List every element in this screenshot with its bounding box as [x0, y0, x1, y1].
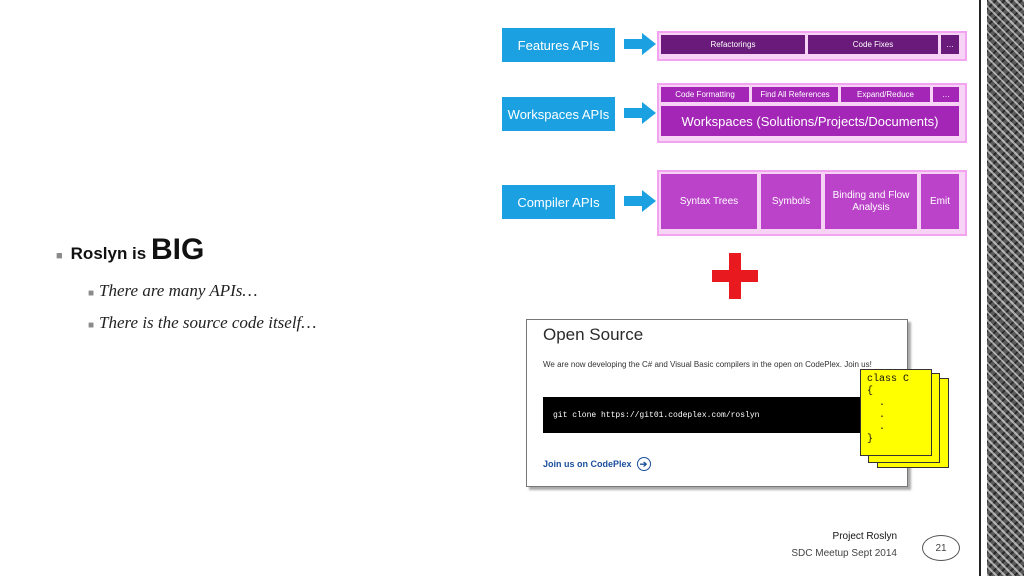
workspaces-apis-label: Workspaces APIs	[502, 97, 615, 131]
main-bullet-text: Roslyn is	[70, 244, 151, 263]
git-clone-command: git clone https://git01.codeplex.com/ros…	[543, 397, 863, 433]
right-margin	[981, 0, 987, 576]
workspace-item-expand-reduce: Expand/Reduce	[841, 87, 930, 102]
footer-subtitle: SDC Meetup Sept 2014	[791, 548, 897, 559]
join-codeplex-link-text: Join us on CodePlex	[543, 459, 632, 469]
sub-bullet-text: There is the source code itself…	[99, 313, 317, 332]
workspace-item-code-formatting: Code Formatting	[661, 87, 749, 102]
feature-item-code-fixes: Code Fixes	[808, 35, 938, 54]
square-bullet-icon: ■	[88, 320, 95, 331]
join-codeplex-link[interactable]: Join us on CodePlex ➔	[543, 457, 651, 471]
main-bullet: ■ Roslyn is BIG	[56, 233, 204, 267]
sticky-note-front: class C { . . . }	[860, 369, 932, 456]
workspace-item-find-all-references: Find All References	[752, 87, 838, 102]
compiler-item-symbols: Symbols	[761, 174, 821, 229]
page-number: 21	[922, 535, 960, 561]
sticky-code-text: class C { . . . }	[867, 374, 910, 445]
workspace-item-more: …	[933, 87, 959, 102]
right-arrow-icon	[624, 33, 656, 55]
right-arrow-icon	[624, 102, 656, 124]
open-source-title: Open Source	[543, 325, 644, 344]
red-plus-icon	[712, 253, 758, 299]
feature-item-more: …	[941, 35, 959, 54]
right-border-line	[979, 0, 981, 576]
open-source-description: We are now developing the C# and Visual …	[543, 360, 872, 369]
workspaces-main-block: Workspaces (Solutions/Projects/Documents…	[661, 106, 959, 136]
square-bullet-icon: ■	[88, 288, 95, 299]
features-apis-label: Features APIs	[502, 28, 615, 62]
right-arrow-icon	[624, 190, 656, 212]
footer-title: Project Roslyn	[832, 531, 897, 542]
feature-item-refactorings: Refactorings	[661, 35, 805, 54]
sub-bullet: ■ There is the source code itself…	[88, 313, 316, 333]
decorative-pattern-strip	[987, 0, 1024, 576]
compiler-item-binding-flow-analysis: Binding and Flow Analysis	[825, 174, 917, 229]
sub-bullet: ■ There are many APIs…	[88, 281, 258, 301]
square-bullet-icon: ■	[56, 250, 63, 262]
compiler-item-syntax-trees: Syntax Trees	[661, 174, 757, 229]
sub-bullet-text: There are many APIs…	[99, 281, 258, 300]
circle-arrow-icon: ➔	[636, 457, 651, 471]
compiler-item-emit: Emit	[921, 174, 959, 229]
compiler-apis-label: Compiler APIs	[502, 185, 615, 219]
main-bullet-emphasis: BIG	[150, 233, 205, 266]
